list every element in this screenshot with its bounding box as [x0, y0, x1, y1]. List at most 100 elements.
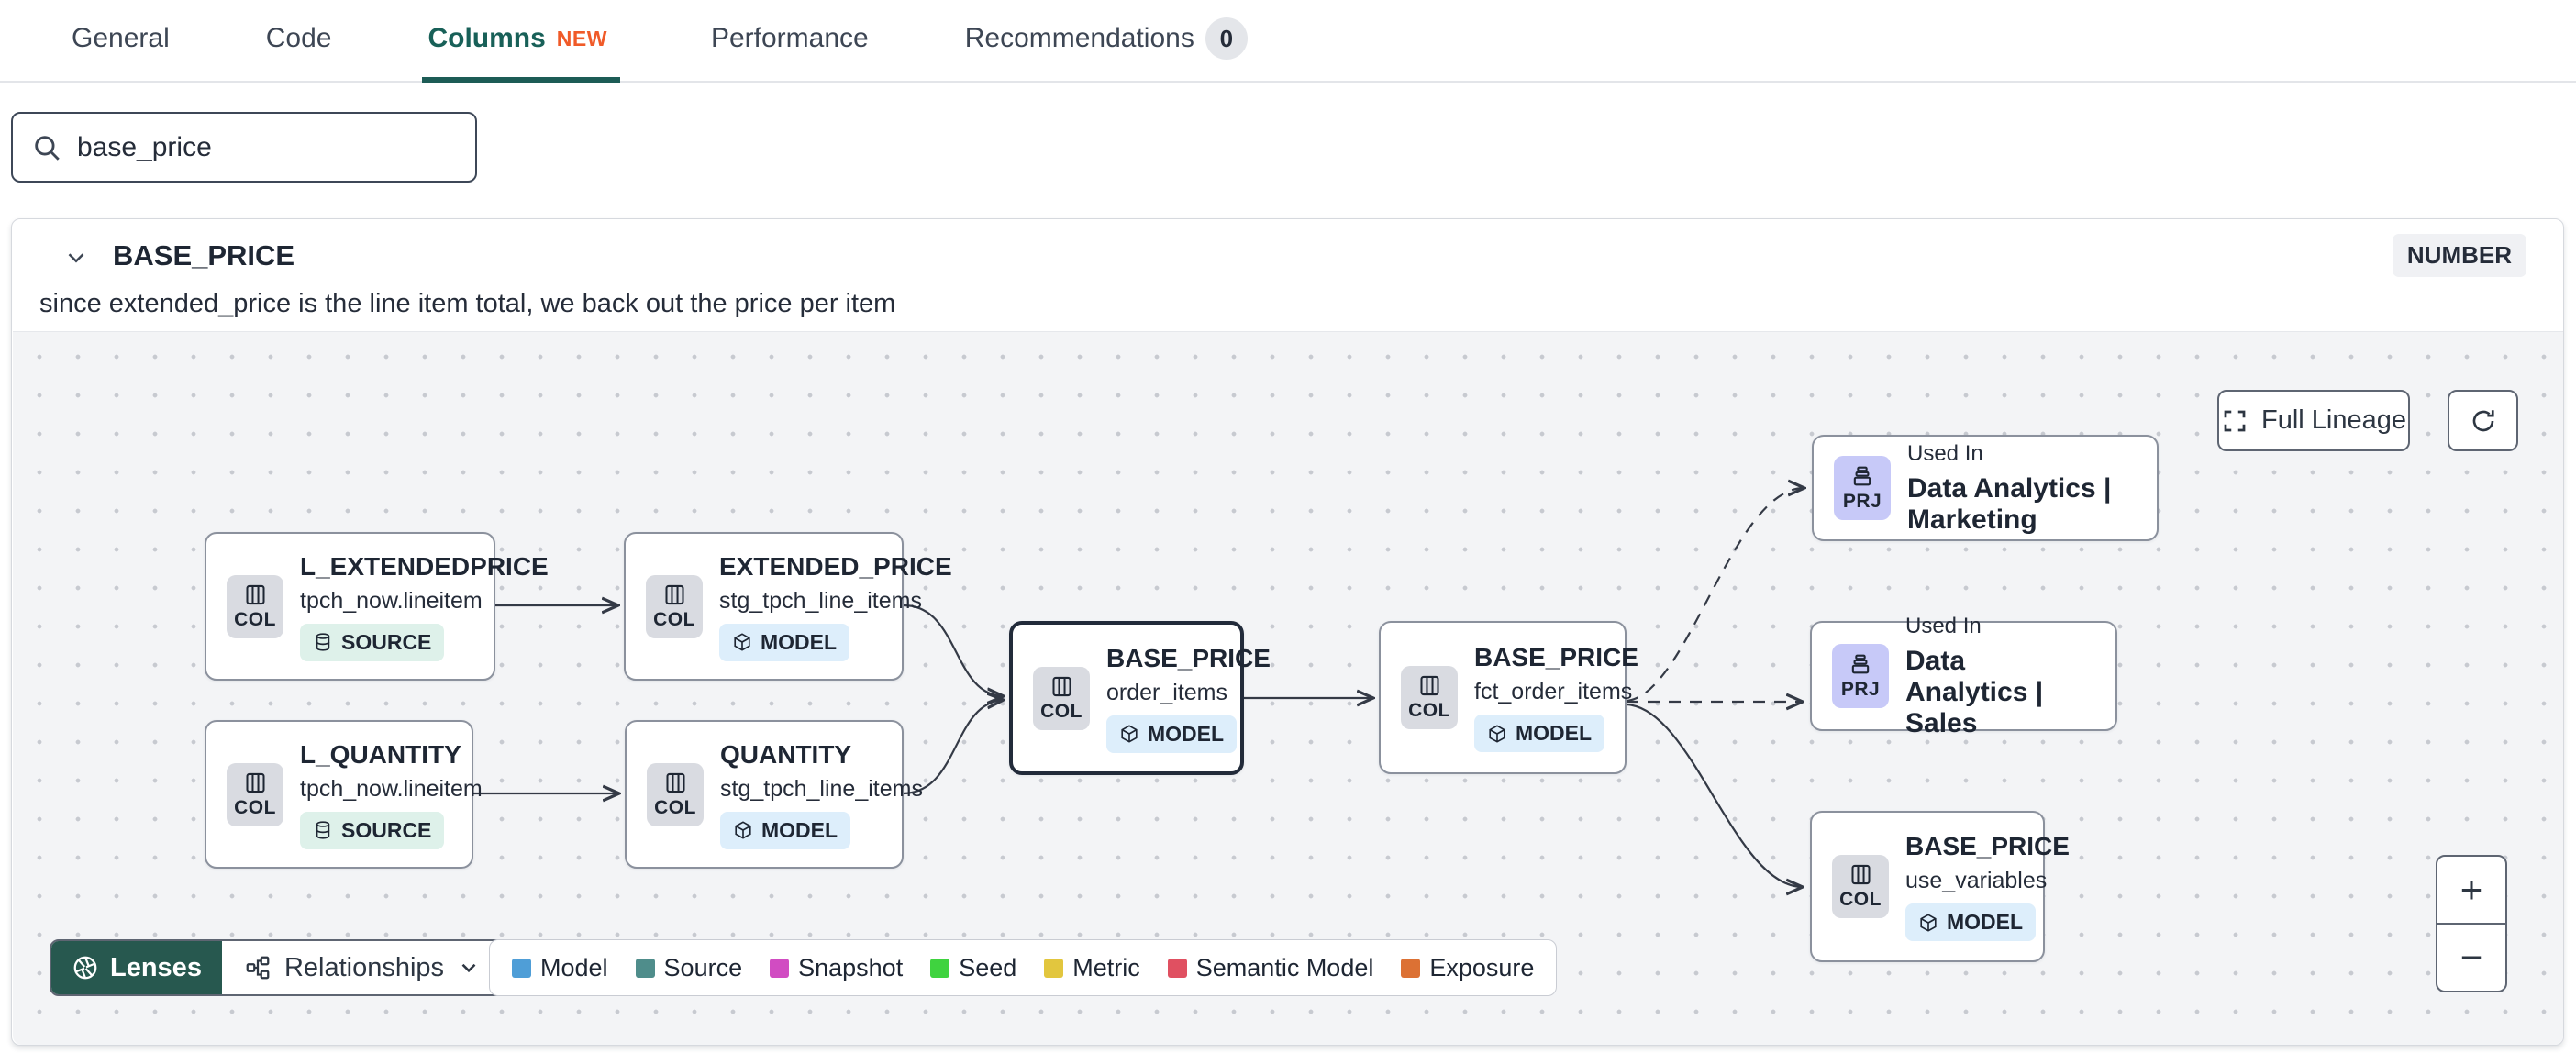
- legend-item-snapshot: Snapshot: [770, 954, 903, 982]
- columns-icon: [1850, 864, 1871, 885]
- relationships-dropdown[interactable]: Relationships: [221, 941, 504, 994]
- columns-icon: [245, 584, 265, 604]
- node-title: L_QUANTITY: [300, 739, 461, 769]
- database-icon: [316, 821, 330, 839]
- node-base-price-use-variables[interactable]: COL BASE_PRICE use_variables MODEL: [1810, 811, 2070, 962]
- tab-general-label: General: [72, 23, 170, 53]
- tab-general[interactable]: General: [66, 0, 175, 83]
- chip-label: PRJ: [1840, 679, 1881, 700]
- full-lineage-label: Full Lineage: [2261, 405, 2406, 435]
- legend-label: Exposure: [1429, 953, 1535, 981]
- column-chip: COL: [227, 762, 283, 826]
- used-in-label: Used In: [1905, 613, 1982, 638]
- node-l-extendedprice[interactable]: COL L_EXTENDEDPRICE tpch_now.lineitem SO…: [205, 532, 549, 681]
- legend-swatch: [1401, 958, 1421, 978]
- cube-icon: [735, 821, 751, 839]
- new-badge: NEW: [556, 26, 607, 50]
- node-l-quantity[interactable]: COL L_QUANTITY tpch_now.lineitem SOURCE: [205, 720, 483, 869]
- column-title: BASE_PRICE: [113, 239, 295, 272]
- node-base-price-order-items[interactable]: COL BASE_PRICE order_items MODEL: [1009, 621, 1271, 775]
- node-subtitle: tpch_now.lineitem: [300, 587, 483, 614]
- column-type-badge: NUMBER: [2392, 234, 2526, 277]
- chip-label: COL: [234, 796, 276, 818]
- lineage-legend: Model Source Snapshot Seed Metric: [489, 939, 1558, 996]
- refresh-icon: [2472, 409, 2494, 431]
- legend-label: Semantic Model: [1195, 953, 1374, 981]
- chip-label: COL: [653, 608, 695, 630]
- project-chip: PRJ: [1834, 456, 1891, 520]
- columns-icon: [1419, 675, 1439, 696]
- node-subtitle: use_variables: [1905, 868, 2048, 893]
- node-quantity[interactable]: COL QUANTITY stg_tpch_line_items MODEL: [625, 720, 923, 869]
- chip-label: COL: [1839, 889, 1882, 910]
- project-chip: PRJ: [1832, 644, 1889, 708]
- chevron-down-icon: [461, 963, 476, 973]
- badge-label: SOURCE: [341, 629, 432, 654]
- node-title: BASE_PRICE: [1106, 643, 1271, 672]
- chip-label: COL: [1040, 700, 1083, 722]
- node-extended-price[interactable]: COL EXTENDED_PRICE stg_tpch_line_items M…: [624, 532, 952, 681]
- node-subtitle: stg_tpch_line_items: [719, 587, 922, 614]
- expand-icon: [2224, 410, 2246, 431]
- model-badge: MODEL: [1106, 715, 1238, 753]
- recommendations-count-badge: 0: [1205, 17, 1248, 60]
- node-title: QUANTITY: [720, 739, 852, 769]
- node-subtitle: stg_tpch_line_items: [720, 775, 923, 802]
- chip-label: COL: [654, 796, 696, 818]
- node-used-in-marketing[interactable]: PRJ Used In Data Analytics | Marketing: [1812, 435, 2159, 541]
- tab-code[interactable]: Code: [261, 0, 338, 83]
- legend-item-seed: Seed: [930, 954, 1016, 982]
- tab-columns[interactable]: Columns NEW: [422, 0, 620, 83]
- full-lineage-button[interactable]: Full Lineage: [2217, 390, 2410, 451]
- node-title: EXTENDED_PRICE: [719, 551, 952, 581]
- badge-label: MODEL: [1516, 721, 1593, 745]
- badge-label: MODEL: [1148, 721, 1225, 746]
- lenses-label: Lenses: [110, 952, 202, 982]
- column-chip: COL: [227, 574, 283, 638]
- badge-label: MODEL: [1947, 910, 2024, 934]
- legend-label: Model: [540, 953, 608, 981]
- lineage-canvas[interactable]: COL L_EXTENDEDPRICE tpch_now.lineitem SO…: [13, 331, 2563, 1045]
- columns-icon: [1051, 676, 1071, 696]
- legend-label: Metric: [1072, 953, 1140, 981]
- legend-item-metric: Metric: [1044, 954, 1140, 982]
- lineage-toolbar: Lenses Relationships: [50, 939, 505, 996]
- model-badge: MODEL: [1474, 715, 1605, 752]
- legend-swatch: [512, 958, 531, 978]
- refresh-button[interactable]: [2448, 390, 2518, 451]
- tab-performance[interactable]: Performance: [705, 0, 874, 83]
- node-used-in-sales[interactable]: PRJ Used In Data Analytics | Sales: [1810, 614, 2117, 738]
- source-badge: SOURCE: [300, 811, 445, 849]
- search-input[interactable]: [77, 131, 457, 163]
- chip-label: COL: [1408, 700, 1450, 721]
- tab-code-label: Code: [265, 23, 332, 53]
- tab-performance-label: Performance: [710, 23, 869, 53]
- database-icon: [316, 633, 330, 651]
- cube-icon: [1121, 725, 1138, 743]
- collapse-chevron-icon[interactable]: [56, 238, 96, 278]
- zoom-out-button[interactable]: −: [2459, 936, 2483, 979]
- aperture-icon: [73, 956, 97, 980]
- badge-label: MODEL: [761, 629, 838, 654]
- node-title: BASE_PRICE: [1905, 832, 2070, 860]
- node-title: Data Analytics | Sales: [1905, 645, 2044, 738]
- zoom-in-button[interactable]: +: [2437, 857, 2505, 925]
- legend-label: Source: [663, 953, 743, 981]
- model-badge: MODEL: [719, 623, 850, 661]
- legend-item-model: Model: [512, 954, 608, 982]
- column-search-box[interactable]: [11, 112, 477, 183]
- columns-icon: [664, 584, 684, 604]
- column-chip: COL: [646, 574, 703, 638]
- node-subtitle: order_items: [1106, 679, 1227, 705]
- lenses-button[interactable]: Lenses: [51, 941, 222, 994]
- node-base-price-fct-order-items[interactable]: COL BASE_PRICE fct_order_items MODEL: [1379, 621, 1638, 774]
- badge-label: SOURCE: [341, 817, 432, 842]
- tab-recommendations-label: Recommendations: [964, 23, 1194, 53]
- legend-item-semantic-model: Semantic Model: [1167, 953, 1374, 982]
- node-title: BASE_PRICE: [1474, 643, 1638, 671]
- legend-swatch: [1044, 958, 1064, 978]
- badge-label: MODEL: [761, 817, 838, 842]
- legend-item-source: Source: [635, 953, 743, 982]
- tab-recommendations[interactable]: Recommendations 0: [960, 0, 1253, 83]
- stack-icon: [1851, 654, 1870, 674]
